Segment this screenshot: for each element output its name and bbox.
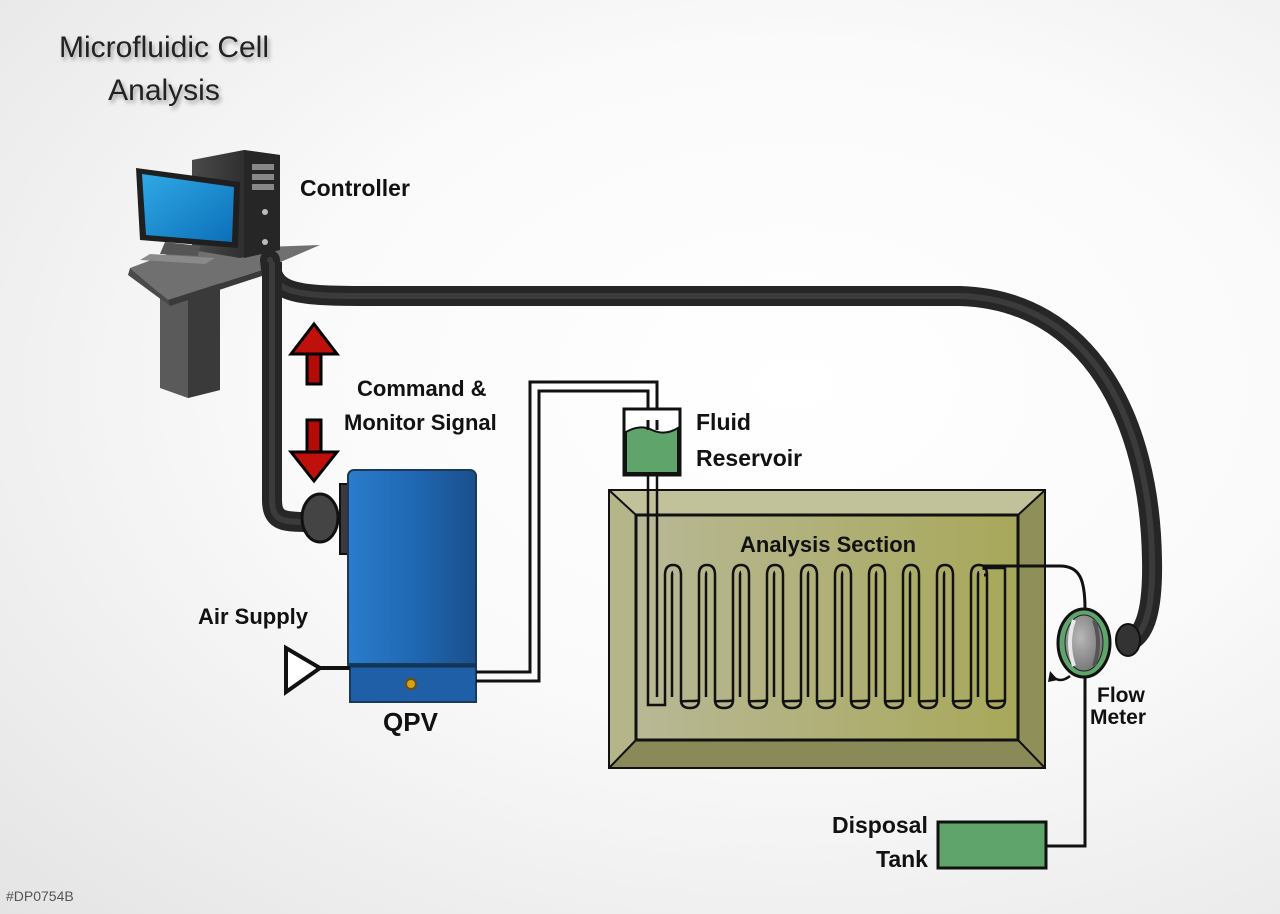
arrow-down-icon [287,418,341,484]
flow-meter-label-line-2: Meter [1090,706,1147,729]
controller-label: Controller [300,175,410,201]
signal-label-line-2: Monitor Signal [344,410,497,435]
signal-label-line-1: Command & [357,376,487,401]
title-line-1: Microfluidic Cell [58,31,270,64]
outlet-tube [982,564,1087,610]
analysis-section-label: Analysis Section [740,532,917,557]
arrow-up-icon [287,321,341,386]
fluid-reservoir [622,407,682,477]
title-line-2: Analysis [108,74,220,107]
air-supply-icon [284,644,324,696]
disposal-tank-label-line-2: Tank [876,846,928,872]
flow-meter [1048,607,1141,682]
qpv-label: QPV [383,707,438,737]
disposal-tank-label-line-1: Disposal [832,812,928,838]
air-tube [476,380,659,683]
fluid-reservoir-label-line-2: Reservoir [696,445,803,471]
air-supply-label: Air Supply [198,604,309,629]
microfluidic-channel [646,475,1007,710]
qpv-port-icon [405,678,417,690]
analysis-section [608,475,1046,769]
qpv-valve [300,469,477,703]
watermark-code: #DP0754B [6,888,74,904]
controller-computer [128,150,320,398]
fluid-reservoir-label-line-1: Fluid [696,409,751,435]
disposal-tube [1046,677,1087,848]
flow-meter-label-line-1: Flow [1097,684,1145,707]
diagram-title: Microfluidic Cell Analysis [36,26,292,112]
disposal-tank [936,820,1048,870]
